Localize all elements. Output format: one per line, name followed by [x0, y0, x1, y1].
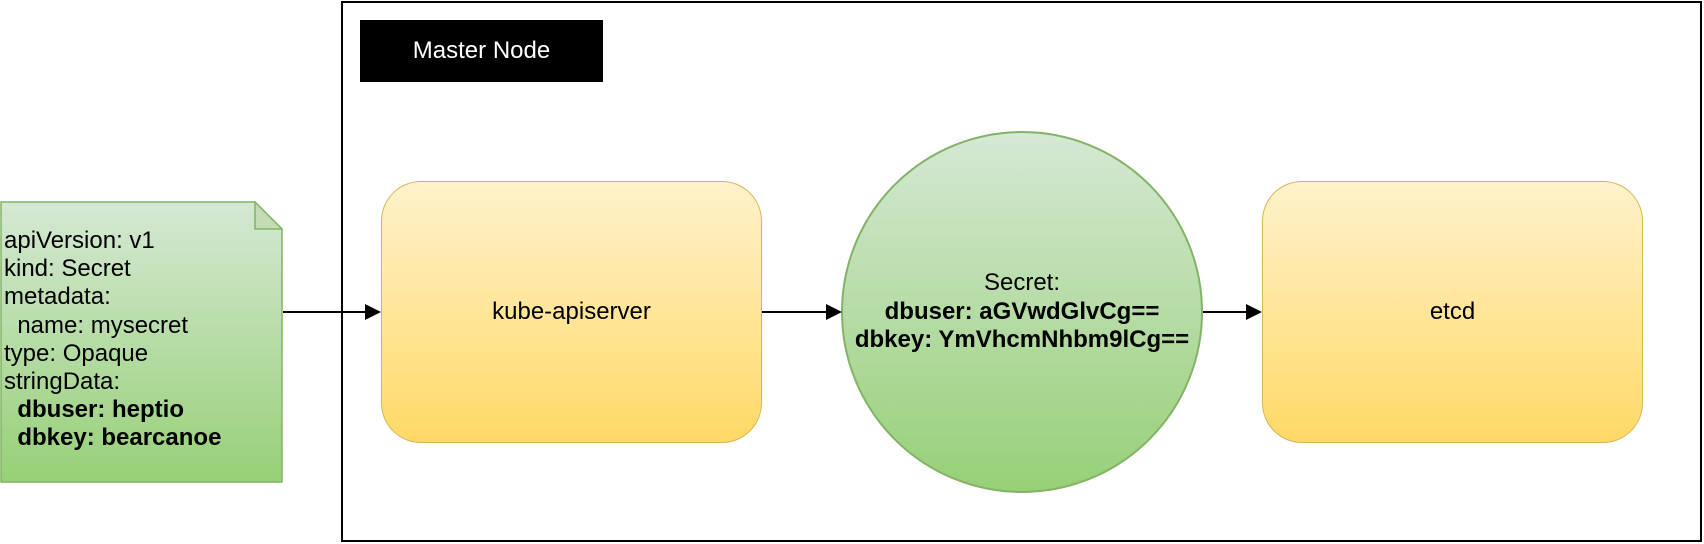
manifest-line: metadata: [4, 283, 111, 311]
manifest-line: apiVersion: v1 [4, 227, 155, 254]
manifest-line: name: mysecret [4, 311, 189, 339]
secret-circle: Secret: dbuser: aGVwdGlvCg== dbkey: YmVh… [841, 131, 1203, 493]
manifest-line: type: Opaque [4, 339, 149, 367]
kube-apiserver-label: kube-apiserver [492, 298, 651, 325]
manifest-line-dbuser: dbuser: heptio [4, 396, 184, 424]
master-node-label: Master Node [360, 20, 603, 82]
kube-apiserver-box: kube-apiserver [381, 181, 762, 443]
manifest-line: kind: Secret [4, 255, 131, 283]
secret-dbkey: dbkey: YmVhcmNhbm9lCg== [854, 326, 1190, 354]
manifest-line: stringData: [4, 368, 121, 396]
document-shape-icon [0, 201, 283, 483]
master-node-frame [341, 1, 1702, 542]
arrow-manifest-to-apiserver [283, 304, 381, 320]
secret-title: Secret: [983, 269, 1061, 297]
secret-dbuser: dbuser: aGVwdGlvCg== [884, 297, 1160, 325]
etcd-box: etcd [1262, 181, 1643, 443]
manifest-line-dbkey: dbkey: bearcanoe [4, 424, 222, 452]
etcd-label: etcd [1429, 298, 1476, 325]
arrow-secret-to-etcd [1203, 304, 1262, 320]
arrow-apiserver-to-secret [762, 304, 842, 320]
